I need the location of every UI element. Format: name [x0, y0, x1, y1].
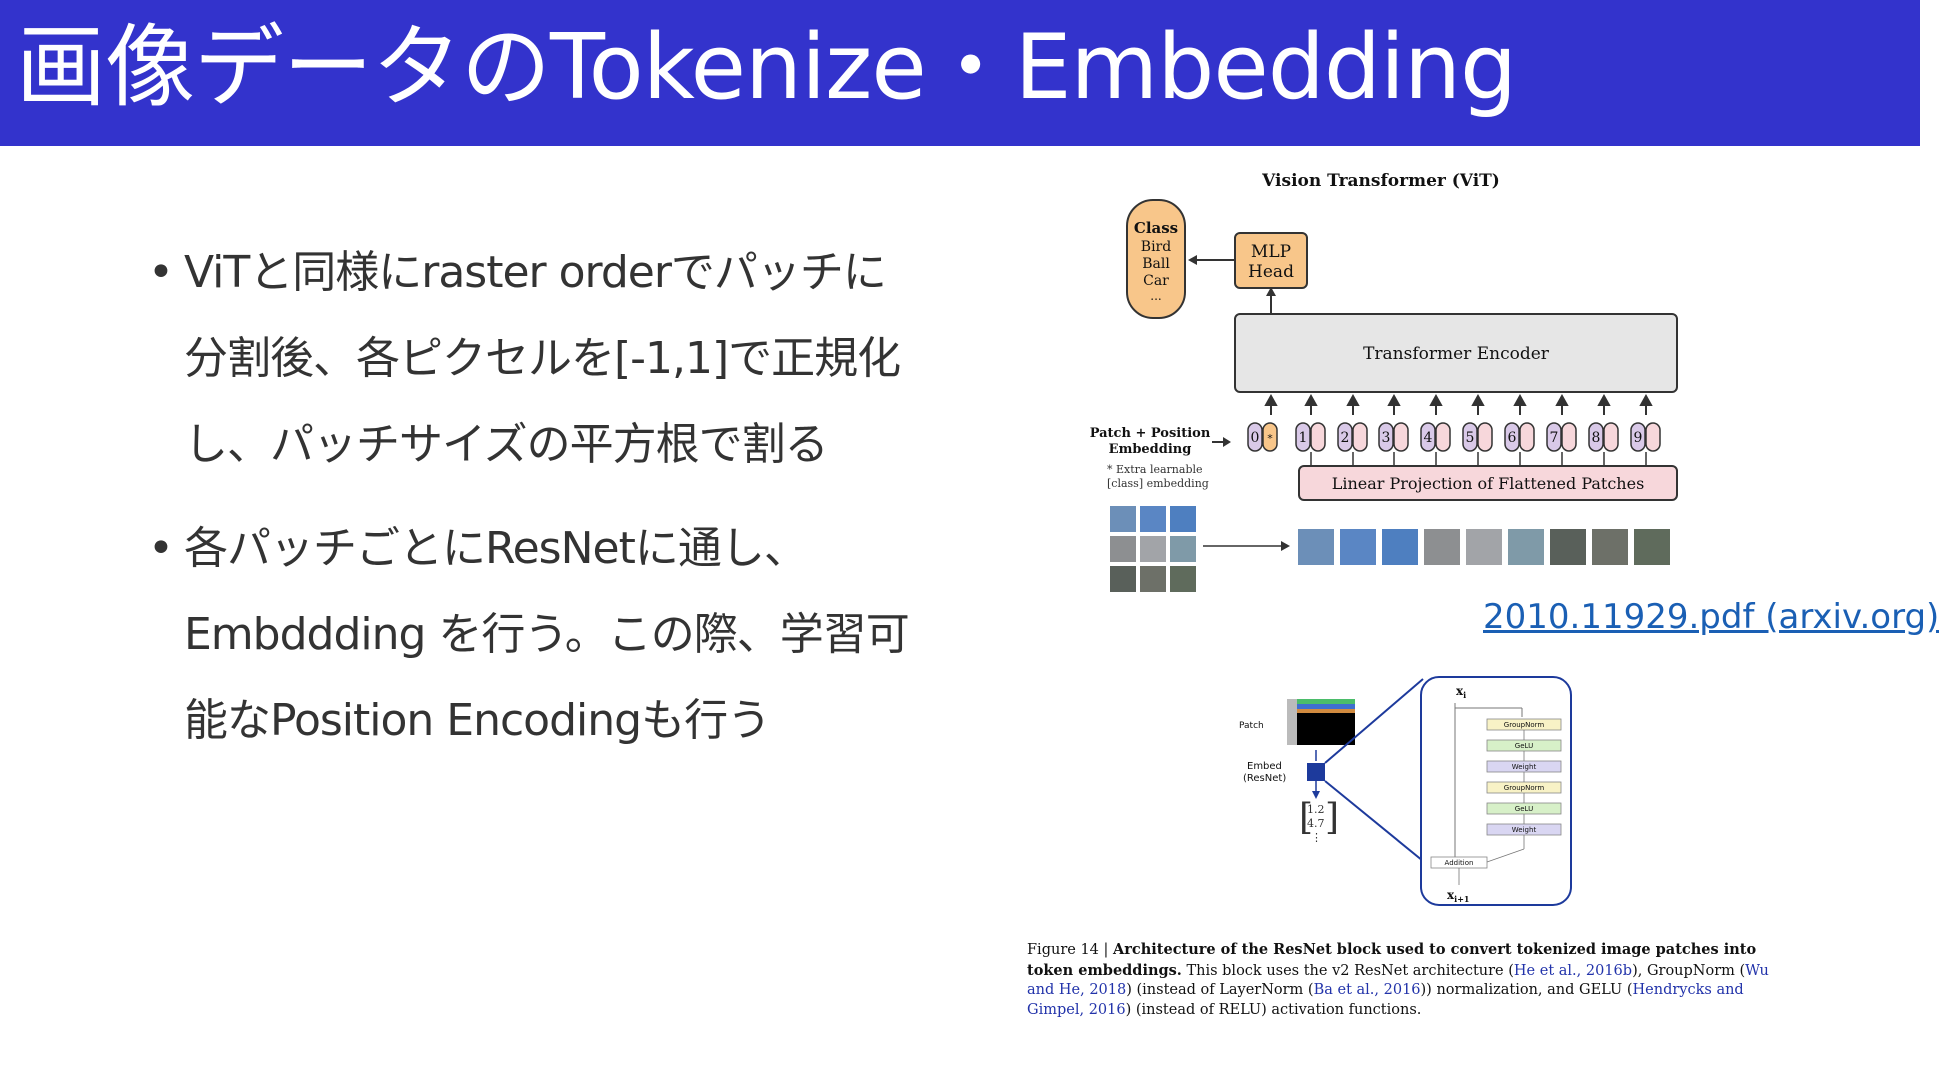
token-label: 5 — [1466, 430, 1475, 446]
zoom-line — [1324, 780, 1424, 862]
input-symbol: x — [1456, 684, 1464, 698]
svg-text:*: * — [1267, 432, 1273, 445]
arrowhead — [1312, 791, 1320, 799]
block-label: Weight — [1512, 826, 1537, 834]
token-arrows — [1264, 393, 1653, 415]
block-connectors — [1458, 730, 1525, 885]
class-box — [1126, 199, 1186, 319]
patch-label: Patch — [1239, 721, 1264, 731]
bullet-dot-icon: • — [148, 247, 174, 298]
position-tokens: * — [1247, 422, 1661, 452]
embed-block — [1307, 763, 1325, 781]
projection-arrows — [1310, 452, 1647, 465]
bullet-list: • ViTと同様にraster orderでパッチに分割後、各ピクセルを[-1,… — [140, 230, 920, 782]
block-label: Weight — [1512, 763, 1537, 771]
output-label: xi+1 — [1447, 888, 1469, 904]
bullet-dot-icon: • — [148, 523, 174, 574]
input-subscript: i — [1463, 690, 1466, 700]
token-label: 9 — [1634, 430, 1643, 446]
linear-projection-box — [1298, 465, 1678, 501]
caption-text: )) normalization, and GELU ( — [1420, 982, 1633, 998]
bullet-text: ViTと同様にraster orderでパッチに分割後、各ピクセルを[-1,1]… — [184, 247, 901, 470]
token-label: 7 — [1550, 430, 1559, 446]
token-label: 8 — [1592, 430, 1601, 446]
bullet-item: • ViTと同様にraster orderでパッチに分割後、各ピクセルを[-1,… — [140, 230, 920, 488]
patch-stripe — [1297, 699, 1355, 704]
citation-link[interactable]: Wu and He, 2018 — [1027, 962, 1769, 999]
vit-figure: Vision Transformer (ViT) Class Bird Ball… — [1090, 171, 1678, 592]
block-label: Addition — [1445, 859, 1474, 867]
class-box-item: ... — [1150, 289, 1161, 303]
caption-text: ), GroupNorm ( — [1632, 962, 1746, 979]
arrowhead — [1281, 541, 1290, 551]
flattened-patches — [1298, 529, 1670, 565]
vit-title: Vision Transformer (ViT) — [1261, 171, 1500, 191]
caption-bold: Architecture of the ResNet block used to… — [1027, 941, 1757, 979]
output-subscript: i+1 — [1454, 894, 1469, 904]
page-title: 画像データのTokenize・Embedding — [16, 15, 1517, 120]
block-label: GeLU — [1515, 742, 1533, 750]
title-bar: 画像データのTokenize・Embedding — [0, 0, 1920, 146]
block-label: GroupNorm — [1504, 784, 1545, 792]
class-box-item: Bird — [1141, 239, 1171, 255]
resnet-figure: Patch Embed (ResNet) [ ] 1.2 4.7 ⋮ xi Gr… — [1239, 676, 1572, 906]
class-box-heading: Class — [1134, 219, 1178, 237]
mlp-head-label: MLP — [1251, 242, 1291, 262]
patch-position-label: Patch + Position — [1090, 426, 1211, 441]
class-box-item: Ball — [1142, 256, 1170, 272]
citation-link[interactable]: He et al., 2016b — [1513, 962, 1633, 979]
source-link[interactable]: 2010.11929.pdf (arxiv.org) — [1483, 597, 1939, 637]
vector-bracket: [ — [1299, 797, 1313, 838]
block-label: GeLU — [1515, 805, 1533, 813]
patch-thumbnail — [1287, 699, 1297, 745]
token-label: 4 — [1424, 430, 1433, 446]
mlp-head-label: Head — [1248, 262, 1294, 282]
input-label: xi — [1456, 684, 1466, 700]
vector-bracket: ] — [1325, 797, 1339, 838]
embed-label: Embed — [1247, 761, 1282, 772]
source-image-grid — [1110, 506, 1196, 592]
extra-note: [class] embedding — [1107, 477, 1209, 490]
patch-position-label: Embedding — [1109, 442, 1192, 457]
zoom-line — [1324, 678, 1424, 764]
citation-link[interactable]: Hendrycks and Gimpel, 2016 — [1027, 982, 1744, 1018]
arrowhead — [1188, 255, 1197, 265]
block-label: GroupNorm — [1504, 721, 1545, 729]
caption-text: This block uses the v2 ResNet architectu… — [1181, 962, 1514, 979]
caption-prefix: Figure 14 | — [1027, 942, 1113, 958]
embed-label: (ResNet) — [1243, 773, 1286, 784]
token-label: 0 — [1251, 430, 1260, 446]
vector-value: 4.7 — [1307, 817, 1325, 830]
extra-note: * Extra learnable — [1107, 463, 1203, 476]
vector-value: ⋮ — [1311, 831, 1322, 844]
token-label: 6 — [1508, 430, 1517, 446]
vector-value: 1.2 — [1307, 803, 1325, 816]
token-label: 2 — [1341, 430, 1350, 446]
arrowhead — [1223, 437, 1231, 447]
patch-stripe — [1297, 704, 1355, 709]
transformer-encoder-label: Transformer Encoder — [1363, 344, 1550, 364]
figure-caption: Figure 14 | Architecture of the ResNet b… — [1027, 940, 1792, 1020]
caption-text: ) (instead of LayerNorm ( — [1126, 982, 1314, 998]
output-symbol: x — [1447, 888, 1455, 902]
patch-stripe — [1297, 709, 1355, 713]
caption-text: ) (instead of RELU) activation functions… — [1125, 1001, 1422, 1018]
bullet-item: • 各パッチごとにResNetに通し、Embddding を行う。この際、学習可… — [140, 506, 920, 764]
token-label: 3 — [1382, 430, 1391, 446]
token-label: 1 — [1299, 430, 1308, 446]
arrowhead — [1266, 287, 1276, 296]
citation-link[interactable]: Ba et al., 2016 — [1313, 982, 1421, 998]
transformer-encoder-box — [1234, 313, 1678, 393]
linear-projection-label: Linear Projection of Flattened Patches — [1332, 474, 1645, 493]
class-box-item: Car — [1143, 273, 1169, 289]
bullet-text: 各パッチごとにResNetに通し、Embddding を行う。この際、学習可能な… — [184, 523, 910, 746]
